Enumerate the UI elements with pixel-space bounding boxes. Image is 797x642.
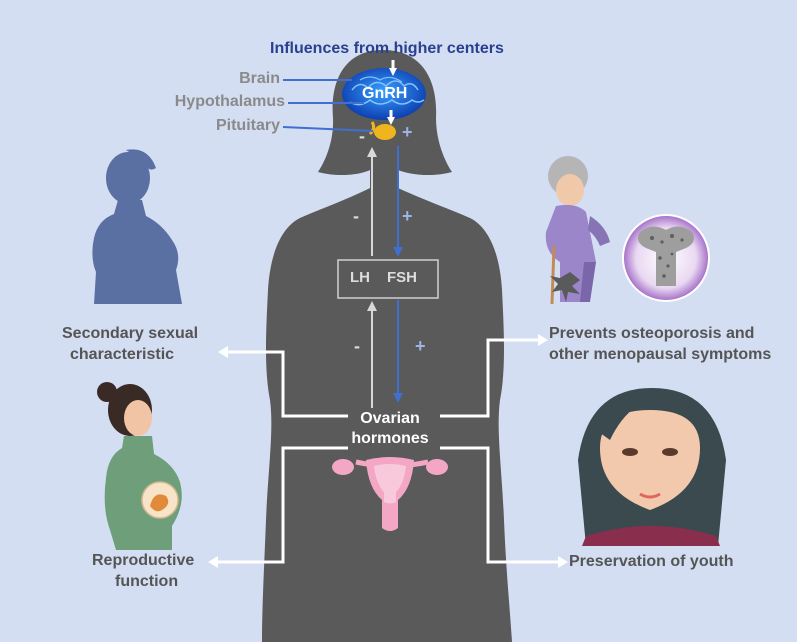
label-hypothalamus: Hypothalamus: [174, 93, 285, 110]
label-fsh: FSH: [387, 269, 417, 286]
label-gnrh: GnRH: [362, 85, 408, 102]
effect-repro-line1: Reproductive: [92, 552, 195, 569]
pituitary-pointer-line: [282, 126, 374, 132]
elderly-woman-icon: [545, 156, 610, 305]
effect-osteo-line2: other menopausal symptoms: [549, 346, 772, 363]
label-brain: Brain: [239, 70, 280, 87]
effect-osteo-line1: Prevents osteoporosis and: [549, 325, 755, 342]
effect-secondary-line1: Secondary sexual: [62, 325, 199, 342]
pituitary-icon: [368, 121, 396, 140]
young-woman-face-icon: [578, 388, 726, 546]
feedback-plus-pituitary: +: [402, 122, 413, 142]
label-lh: LH: [350, 269, 370, 286]
effect-secondary-line2: characteristic: [70, 346, 175, 363]
effect-youth: Preservation of youth: [569, 553, 734, 570]
lh-fsh-box: [337, 259, 439, 299]
effect-repro-line2: function: [115, 573, 179, 590]
feedback-plus-upper: +: [402, 206, 413, 226]
feedback-minus-pituitary: -: [359, 126, 365, 146]
feedback-plus-lower: +: [415, 336, 426, 356]
label-ovarian-line2: hormones: [351, 430, 429, 447]
feedback-minus-upper: -: [353, 206, 359, 226]
osteoporotic-bone-icon: [622, 214, 710, 302]
pregnant-woman-icon: [97, 382, 182, 550]
label-ovarian-line1: Ovarian: [360, 410, 420, 427]
title-influences: Influences from higher centers: [270, 40, 504, 57]
effect-arrowheads: [208, 334, 568, 568]
woman-silhouette-icon: [92, 149, 182, 304]
uterus-icon: [332, 457, 448, 531]
body-silhouette: [262, 50, 512, 642]
feedback-minus-lower: -: [354, 336, 360, 356]
label-pituitary: Pituitary: [215, 117, 280, 134]
brain-icon: [342, 68, 426, 120]
effect-connectors: [216, 338, 560, 564]
